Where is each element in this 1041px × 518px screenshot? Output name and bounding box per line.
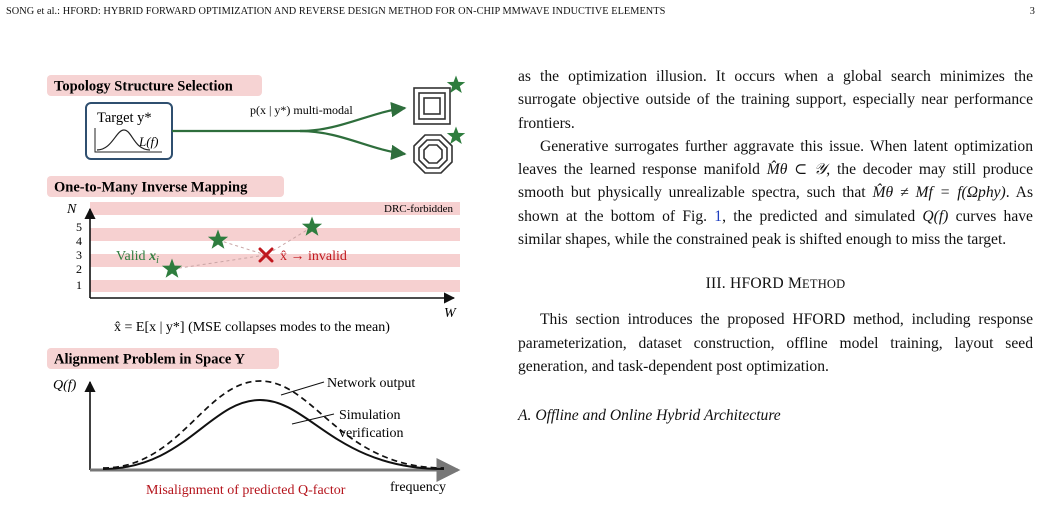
simulation-curve (102, 398, 445, 470)
invalid-cross (258, 247, 274, 263)
drc-band-3 (90, 254, 460, 267)
network-leader (280, 381, 325, 396)
inline-math-manifold: M̂θ ⊂ 𝒴 (766, 161, 827, 179)
x-axis-label: W (444, 306, 457, 321)
page-number: 3 (1029, 6, 1035, 17)
right-column: as the optimization illusion. It occurs … (518, 65, 1033, 428)
y-tick-3: 3 (76, 248, 82, 262)
simulation-label-2: verification (339, 426, 404, 441)
panel-topology-selection: Topology Structure Selection Target y* L… (47, 75, 466, 174)
running-header: SONG et al.: HFORD: HYBRID FORWARD OPTIM… (0, 6, 1041, 20)
invalid-label: x̂ → invalid (280, 249, 347, 264)
target-axes (94, 128, 162, 153)
drc-band-2 (90, 280, 460, 292)
network-output-curve (102, 380, 445, 469)
octagon-inductor (413, 134, 453, 174)
misalignment-label: Misalignment of predicted Q-factor (146, 483, 346, 498)
panel1-title: Topology Structure Selection (54, 79, 233, 95)
panel2-title: One-to-Many Inverse Mapping (54, 180, 248, 196)
y-tick-2: 2 (76, 262, 82, 276)
simulation-label-1: Simulation (339, 408, 400, 423)
subsection-heading: A. Offline and Online Hybrid Architectur… (518, 407, 781, 425)
section-heading: III. HFORD METHOD (705, 275, 846, 293)
q-axis-label: Q(f) (53, 378, 77, 393)
figure-1: Topology Structure Selection Target y* L… (47, 75, 466, 498)
branch-arrow-up (299, 101, 407, 133)
drc-label: DRC-forbidden (384, 203, 454, 215)
panel-alignment-problem: Alignment Problem in Space Y Q(f) Networ… (47, 348, 461, 498)
target-curve (96, 129, 151, 151)
panel3-title: Alignment Problem in Space Y (54, 352, 245, 368)
drc-band-5 (90, 202, 460, 215)
inline-math-inequality: M̂θ ≠ Mf = f(Ωphy) (872, 184, 1006, 202)
drc-band-4 (90, 228, 460, 241)
simulation-leader (291, 413, 335, 425)
star-octagon (446, 126, 466, 144)
header-title: SONG et al.: HFORD: HYBRID FORWARD OPTIM… (6, 6, 666, 17)
y-tick-4: 4 (76, 234, 82, 248)
target-curve-label: L(f) (138, 134, 159, 149)
inline-math-q: Q(f) (922, 207, 949, 225)
mean-equation: x̂ = E[x | y*] (MSE collapses modes to t… (114, 320, 390, 335)
frequency-label: frequency (390, 480, 446, 495)
y-axis-label: N (66, 202, 77, 217)
valid-label: Valid xi (116, 249, 159, 266)
y-tick-labels: 5 4 3 2 1 (76, 220, 82, 292)
paragraph-optimization-illusion: as the optimization illusion. It occurs … (518, 68, 1033, 132)
y-tick-5: 5 (76, 220, 82, 234)
paragraph-section-intro: This section introduces the proposed HFO… (518, 311, 1033, 375)
paragraph-generative-surrogates: Generative surrogates further aggravate … (518, 137, 1034, 249)
panel2-title-bg (47, 176, 284, 197)
panel1-title-bg (47, 75, 262, 96)
square-inductor (413, 87, 451, 125)
arrow-label: p(x | y*) multi-modal (250, 103, 353, 117)
panel3-title-bg (47, 348, 279, 369)
panel-inverse-mapping: One-to-Many Inverse Mapping DRC-forbidde… (47, 176, 460, 335)
network-label: Network output (327, 376, 415, 391)
target-label: Target y* (97, 110, 152, 126)
branch-arrow-down (299, 129, 407, 161)
figure-reference[interactable]: 1 (714, 207, 723, 225)
y-tick-1: 1 (76, 278, 82, 292)
